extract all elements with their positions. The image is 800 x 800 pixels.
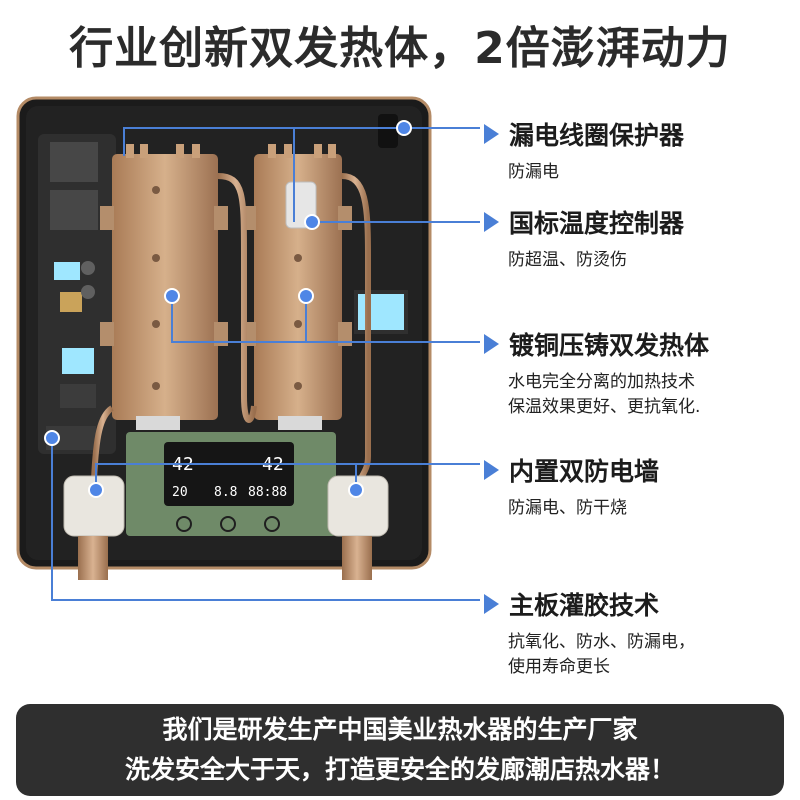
display-small-left: 20 [172, 485, 188, 500]
arrow-icon [484, 124, 499, 144]
callout-desc: 抗氧化、防水、防漏电， 使用寿命更长 [508, 632, 695, 677]
footer-line-2: 洗发安全大于天，打造更安全的发廊潮店热水器！ [124, 755, 675, 784]
callout-potting-technology: 主板灌胶技术 抗氧化、防水、防漏电， 使用寿命更长 [484, 586, 695, 680]
callout-desc: 防超温、防烫伤 [508, 250, 627, 270]
arrow-icon [484, 594, 499, 614]
callout-title: 镀铜压铸双发热体 [509, 331, 710, 360]
arrow-icon [484, 460, 499, 480]
callout-leakage-protector: 漏电线圈保护器 防漏电 [484, 116, 684, 185]
arrow-icon [484, 212, 499, 232]
footer-banner: 我们是研发生产中国美业热水器的生产厂家 洗发安全大于天，打造更安全的发廊潮店热水… [16, 704, 784, 796]
callout-title: 漏电线圈保护器 [509, 121, 685, 150]
callout-title: 主板灌胶技术 [509, 591, 660, 620]
display-right: 88:88 [248, 485, 287, 500]
water-heater-illustration: 42 42 20 8.8 88:88 [16, 96, 432, 580]
callout-title: 内置双防电墙 [509, 457, 660, 486]
callout-desc: 防漏电、防干烧 [508, 498, 627, 518]
callout-dual-heater: 镀铜压铸双发热体 水电完全分离的加热技术 保温效果更好、更抗氧化. [484, 326, 709, 420]
arrow-icon [484, 334, 499, 354]
footer-line-1: 我们是研发生产中国美业热水器的生产厂家 [162, 715, 638, 744]
callout-temperature-controller: 国标温度控制器 防超温、防烫伤 [484, 204, 684, 273]
callout-title: 国标温度控制器 [509, 209, 685, 238]
callout-desc: 水电完全分离的加热技术 保温效果更好、更抗氧化. [508, 372, 701, 417]
callout-desc: 防漏电 [508, 162, 559, 182]
headline: 行业创新双发热体，2倍澎湃动力 [69, 23, 731, 74]
display-mid: 8.8 [214, 485, 237, 500]
callout-anti-electric-wall: 内置双防电墙 防漏电、防干烧 [484, 452, 659, 521]
